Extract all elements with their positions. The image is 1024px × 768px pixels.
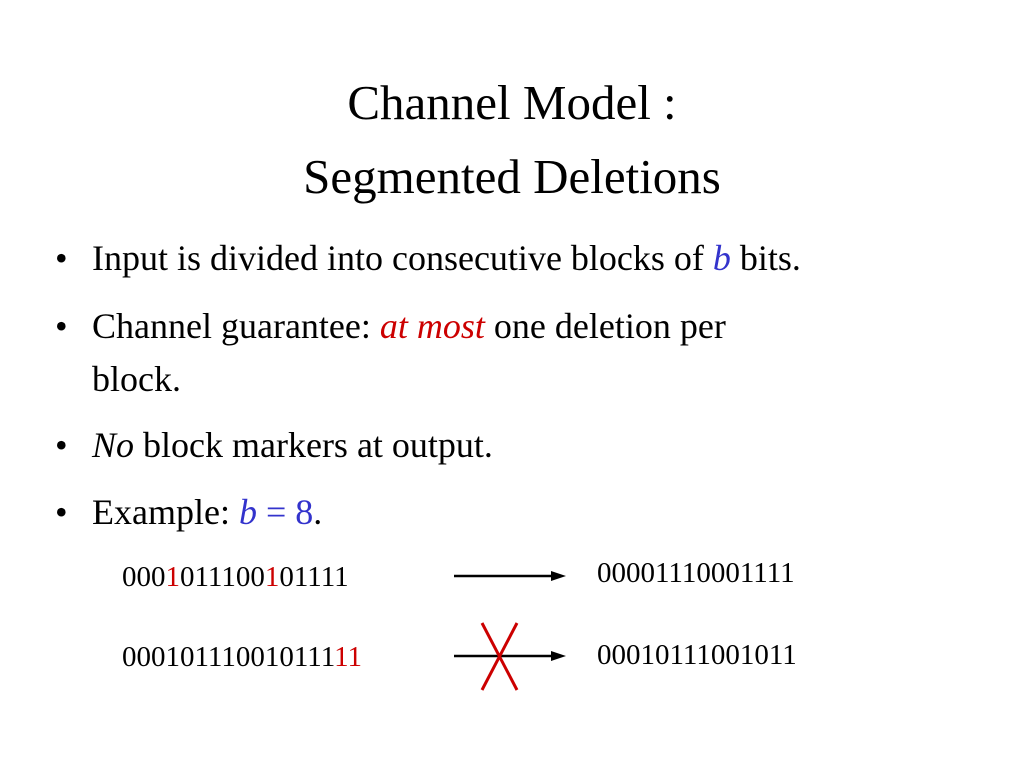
bullet-segment-emphasis: at most xyxy=(379,306,485,346)
bullet-dot: • xyxy=(55,492,68,532)
title-line-2: Segmented Deletions xyxy=(303,149,721,204)
deleted-bit: 1 xyxy=(165,561,181,593)
bullet-text: Example: b = 8. xyxy=(92,492,322,532)
slide-title: Channel Model : Segmented Deletions xyxy=(0,66,1024,214)
right-arrow-icon xyxy=(454,571,566,581)
bit-group: 000101110010111 xyxy=(122,641,335,673)
bullet-segment: one deletion per xyxy=(484,306,726,346)
example-input-1: 0001011100101111 xyxy=(122,561,349,593)
title-line-1: Channel Model : xyxy=(347,75,677,130)
bullet-segment: Input is divided into consecutive blocks… xyxy=(92,238,713,278)
right-arrow-icon xyxy=(454,651,566,661)
bullet-segment: bits. xyxy=(730,238,801,278)
bullet-segment-variable: b xyxy=(712,238,731,278)
bullet-segment: block markers at output. xyxy=(134,425,493,465)
bullet-segment: Channel guarantee: xyxy=(92,306,380,346)
bullet-segment: Example: xyxy=(92,492,239,532)
deleted-bit: 1 xyxy=(264,561,280,593)
bit-group: 01111 xyxy=(279,561,349,593)
bullet-segment-italic: No xyxy=(92,425,135,465)
example-output-1: 00001110001111 xyxy=(597,557,795,589)
bullet-dot: • xyxy=(55,238,68,278)
bullet-text: Input is divided into consecutive blocks… xyxy=(92,238,801,278)
example-input-2: 00010111001011111 xyxy=(122,641,362,673)
x-mark-icon xyxy=(480,622,519,691)
example-output-2: 00010111001011 xyxy=(597,639,797,671)
bit-group: 000 xyxy=(122,561,166,593)
bullet-dot: • xyxy=(55,306,68,346)
bullet-dot: • xyxy=(55,425,68,465)
bit-group: 011100 xyxy=(180,561,265,593)
bullet-text: Channel guarantee: at most one deletion … xyxy=(92,306,726,346)
bullet-text: No block markers at output. xyxy=(92,425,493,465)
bullet-segment-variable: b xyxy=(238,492,257,532)
deleted-bits: 11 xyxy=(334,641,363,673)
bullet-segment-value: = 8 xyxy=(256,492,314,532)
bullet-segment: . xyxy=(313,492,323,532)
bullet-continuation-text: block. xyxy=(92,359,181,399)
